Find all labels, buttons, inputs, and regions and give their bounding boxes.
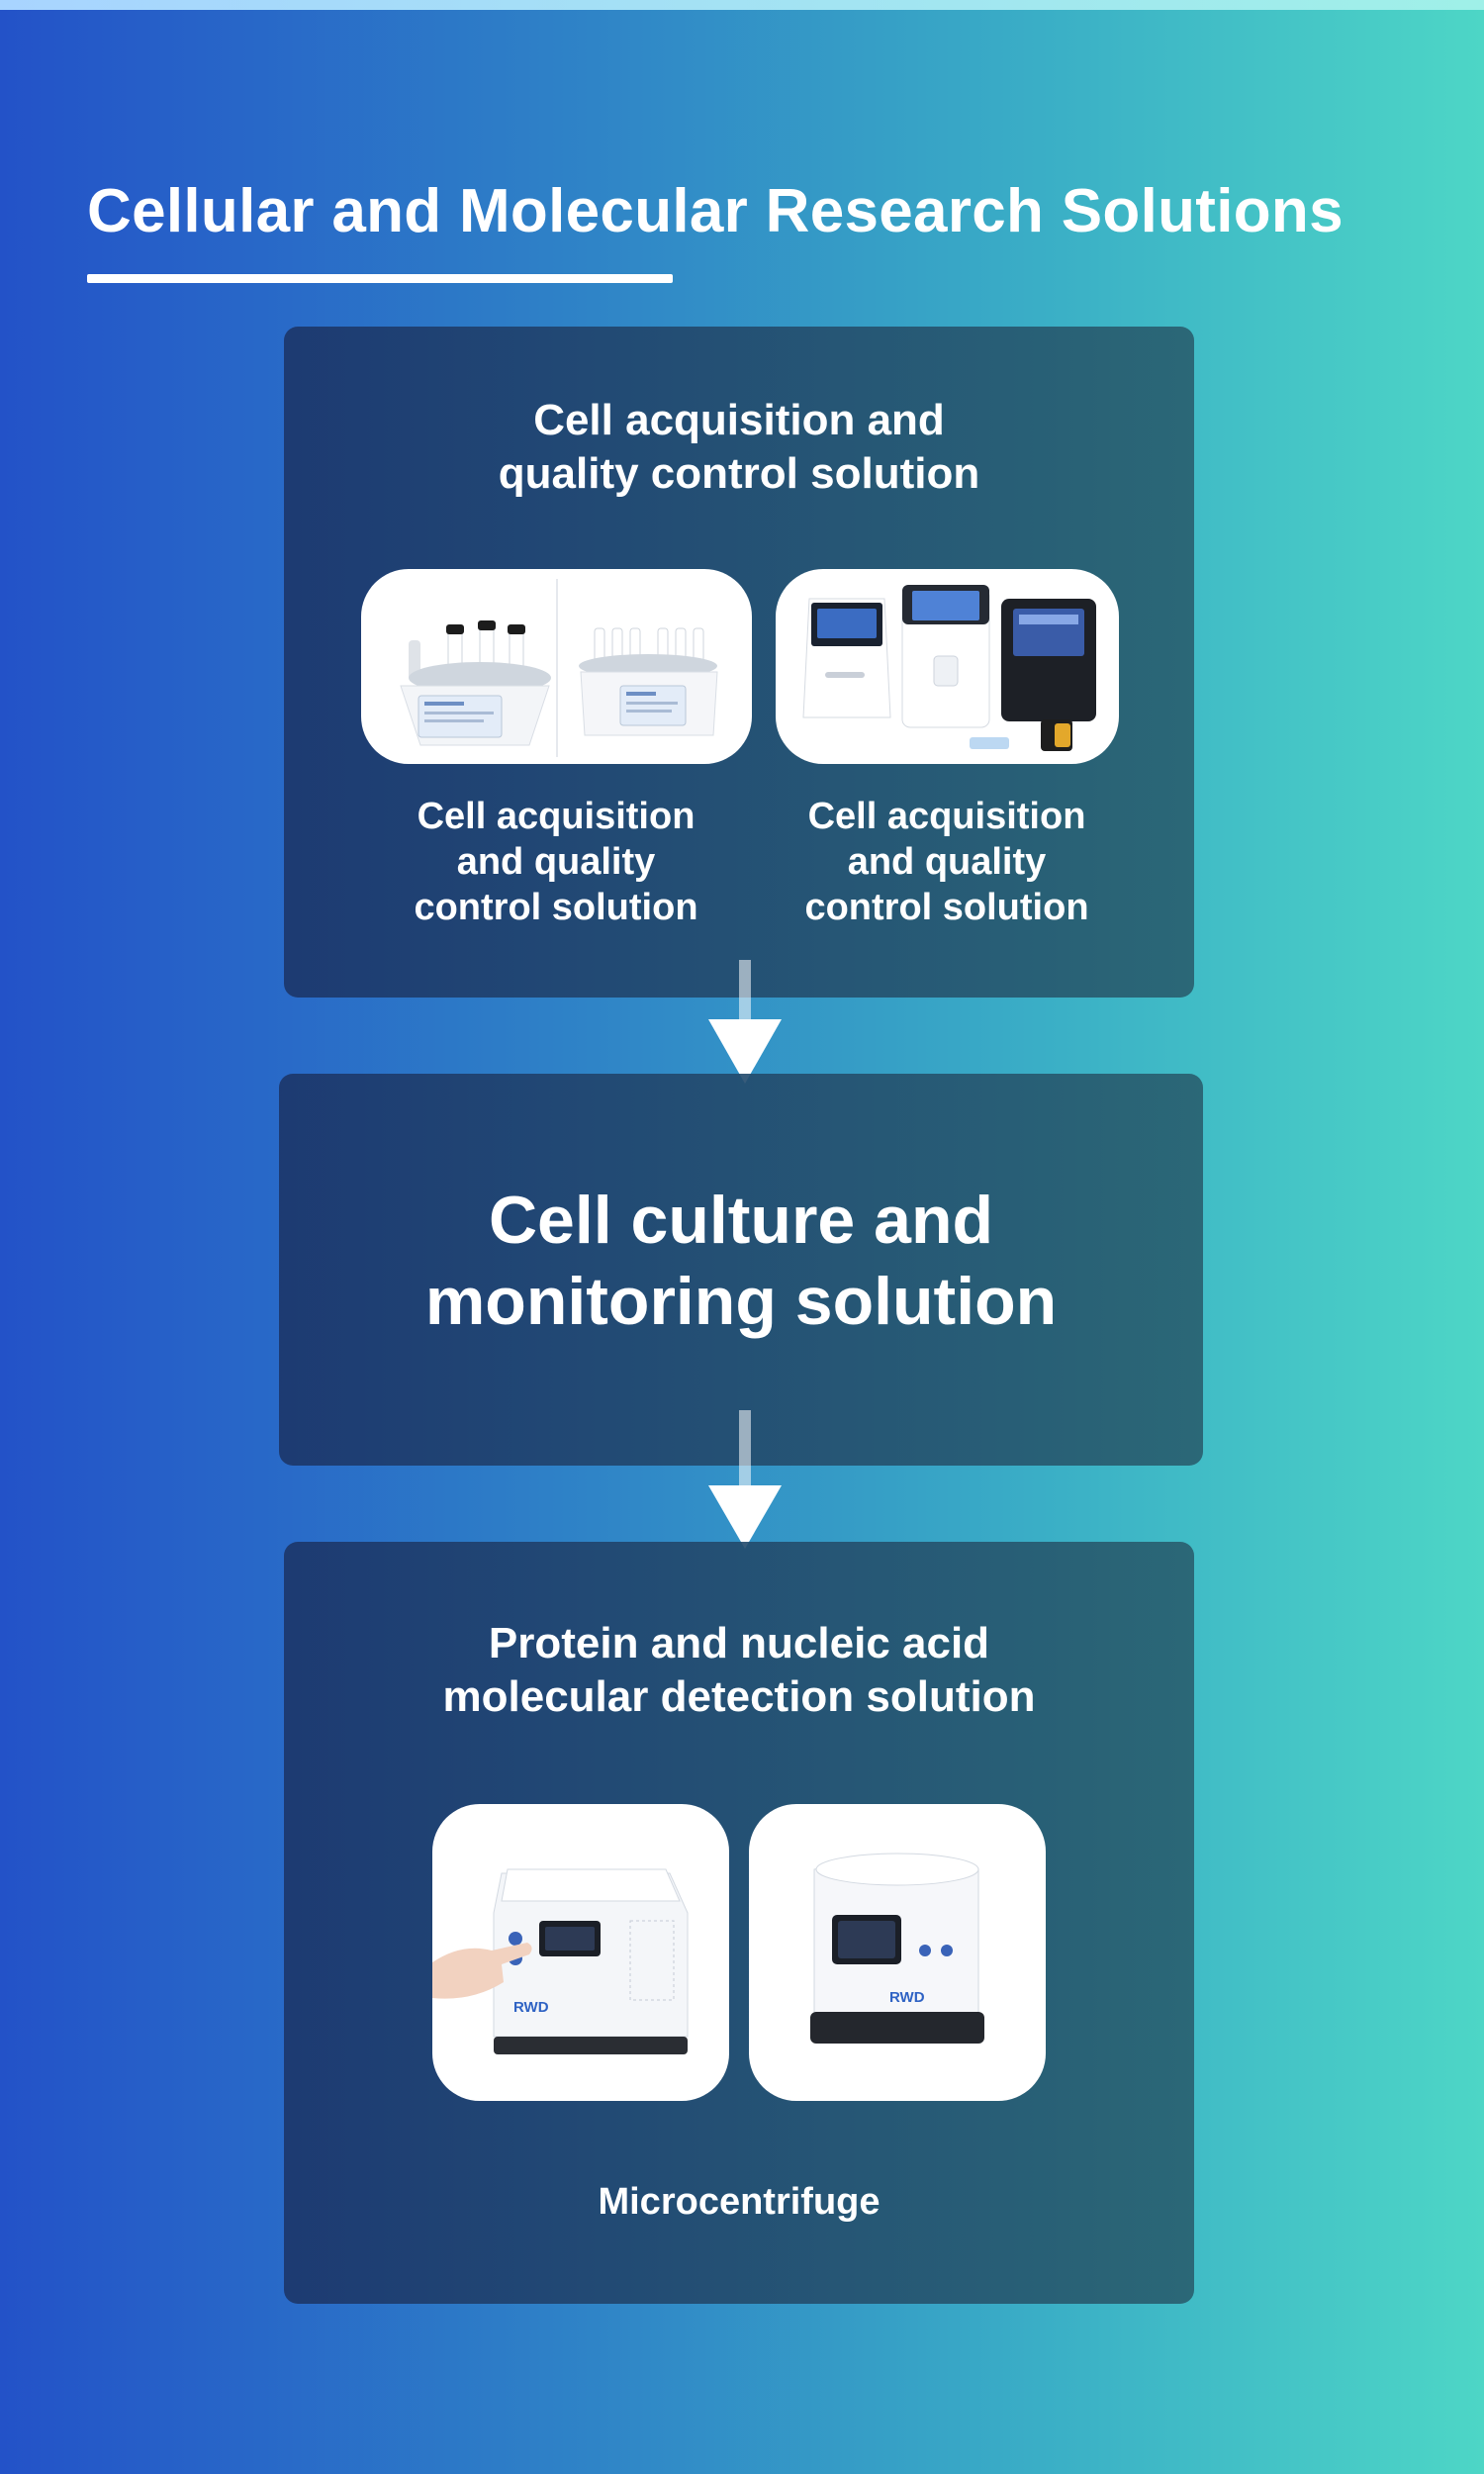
centrifuge-with-hand-image: RWD — [432, 1804, 729, 2101]
title-underline — [87, 274, 673, 283]
cell-acquisition-caption-1: Cell acquisition and quality control sol… — [414, 796, 698, 928]
molecular-detection-card: Protein and nucleic acid molecular detec… — [284, 1542, 1194, 2304]
cell-acquisition-caption-2: Cell acquisition and quality control sol… — [804, 796, 1089, 928]
cell-acquisition-card: Cell acquisition and quality control sol… — [284, 327, 1194, 998]
top-accent-bar — [0, 0, 1484, 10]
cell-acquisition-card-title: Cell acquisition and quality control sol… — [498, 396, 980, 498]
cell-culture-card: Cell culture and monitoring solution — [279, 1074, 1203, 1466]
down-arrow-icon — [708, 1410, 782, 1549]
mini-centrifuge-image: RWD — [749, 1804, 1046, 2101]
svg-text:RWD: RWD — [889, 1989, 925, 2006]
microcentrifuge-caption: Microcentrifuge — [598, 2181, 881, 2223]
page-title: Cellular and Molecular Research Solution… — [87, 177, 1344, 245]
down-arrow-icon — [708, 960, 782, 1084]
cell-counter-devices-image — [776, 569, 1119, 764]
cell-culture-card-title: Cell culture and monitoring solution — [424, 1183, 1058, 1339]
svg-text:RWD: RWD — [513, 1999, 549, 2016]
tissue-dissociator-image — [361, 569, 752, 764]
molecular-detection-card-title: Protein and nucleic acid molecular detec… — [442, 1619, 1036, 1721]
